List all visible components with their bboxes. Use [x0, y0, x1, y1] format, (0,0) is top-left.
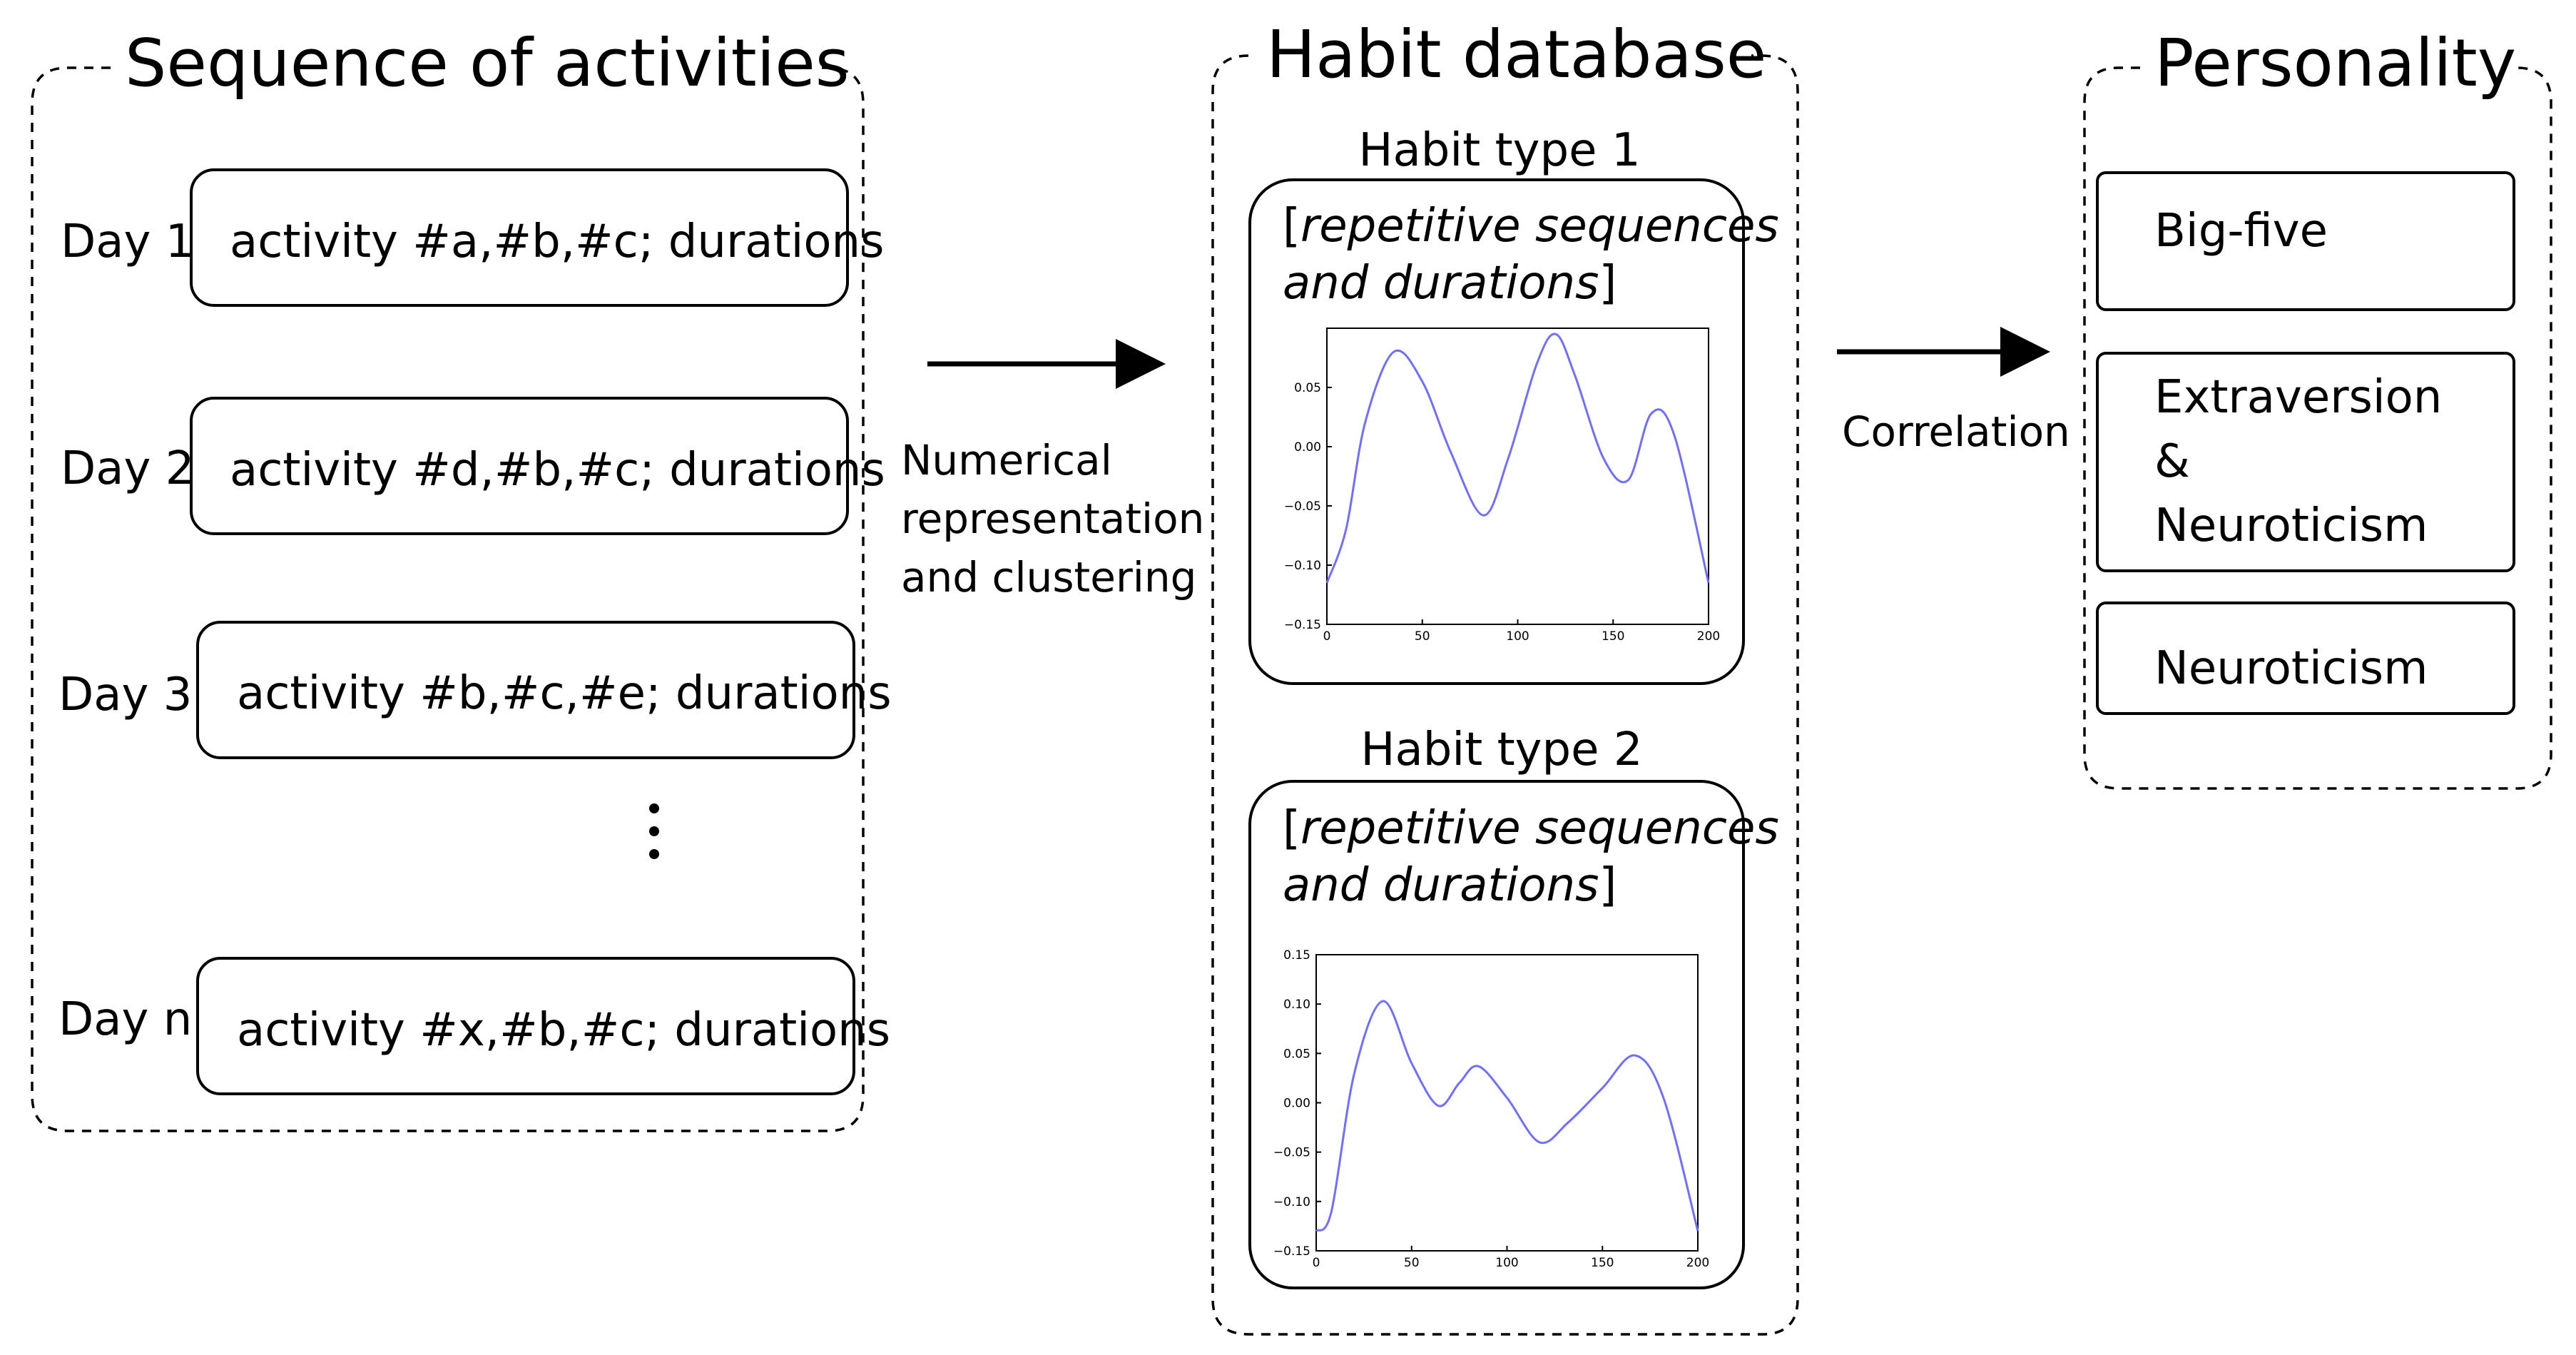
- chart-1-ytick-label: −0.15: [1284, 618, 1321, 632]
- chart-1-ytick-label: −0.05: [1284, 499, 1321, 514]
- arrow-1-label-line-3: and clustering: [901, 553, 1197, 602]
- sequence-title: Sequence of activities: [125, 25, 850, 101]
- habit-type-2-box: [1248, 780, 1745, 1289]
- day-box-3: [196, 621, 855, 759]
- habit-type-1-title: Habit type 1: [1358, 124, 1640, 177]
- habit-type-1-chart: 0 50 100 150 200 −0.15 −0.10 −0.05 0.00 0.05: [1284, 328, 1720, 644]
- day-label-n: Day n: [58, 993, 192, 1046]
- chart-2-xtick-label: 200: [1686, 1256, 1709, 1270]
- personality-title: Personality: [2154, 25, 2516, 101]
- sequence-group: Sequence of activities Day 1 activity #a…: [31, 25, 892, 1132]
- arrow-to-habit: Numerical representation and clustering: [901, 339, 1204, 602]
- personality-dashed-frame: [2083, 66, 2552, 790]
- arrow-2-label: Correlation: [1842, 407, 2070, 456]
- personality-box-extraversion-line-3: Neuroticism: [2154, 499, 2428, 552]
- personality-box-extraversion: [2096, 352, 2515, 572]
- chart-2-ytick-label: 0.00: [1283, 1097, 1310, 1111]
- day-box-2: [190, 397, 849, 535]
- habit-database-group: Habit database Habit type 1 [repetitive …: [1211, 16, 1799, 1336]
- personality-box-big-five: [2096, 171, 2515, 311]
- day-box-n: [196, 957, 855, 1095]
- chart-2-ytick-label: 0.05: [1283, 1047, 1310, 1061]
- habit-type-1-desc-italic: repetitive sequences: [1300, 200, 1779, 253]
- personality-box-big-five-text: Big-five: [2154, 205, 2328, 258]
- chart-2-xtick-label: 100: [1495, 1256, 1518, 1270]
- arrow-to-personality: Correlation: [1837, 327, 2070, 456]
- habit-type-2-desc-line-1: [repetitive sequences: [1283, 802, 1779, 855]
- sequence-dashed-frame: [31, 66, 865, 1132]
- habit-type-2-title: Habit type 2: [1360, 724, 1642, 776]
- arrow-1-label-line-2: representation: [901, 494, 1204, 543]
- chart-1-xtick-label: 150: [1602, 629, 1624, 644]
- chart-2-xtick-label: 50: [1404, 1256, 1420, 1270]
- habit-dashed-frame: [1211, 54, 1799, 1336]
- chart-2-ytick-label: 0.15: [1283, 948, 1310, 963]
- day-label-2: Day 2: [61, 442, 194, 495]
- day-activity-3: activity #b,#c,#e; durations: [237, 667, 892, 720]
- habit-type-2-desc-italic: repetitive sequences: [1300, 802, 1779, 855]
- habit-type-1-desc-line-1: [repetitive sequences: [1283, 200, 1779, 253]
- day-activity-2: activity #d,#b,#c; durations: [230, 444, 885, 497]
- habit-type-1-desc-italic-2: and durations: [1283, 257, 1599, 310]
- day-label-3: Day 3: [58, 669, 192, 721]
- chart-2-ytick-label: −0.10: [1273, 1195, 1310, 1209]
- day-label-1: Day 1: [61, 215, 194, 268]
- chart-2-ytick-label: −0.05: [1273, 1146, 1310, 1160]
- personality-box-extraversion-line-1: Extraversion: [2154, 371, 2442, 424]
- chart-1-xtick-label: 200: [1697, 629, 1720, 644]
- habit-type-2-chart: 0 50 100 150 200 −0.15 −0.10 −0.05 0.00 0.05 0.10 0…: [1273, 948, 1709, 1270]
- habit-type-1-box: [1248, 178, 1745, 685]
- chart-1-xtick-label: 0: [1323, 629, 1331, 644]
- habit-database-title: Habit database: [1266, 16, 1766, 93]
- arrow-1-label-line-1: Numerical: [901, 436, 1112, 484]
- chart-2-series-line: [1315, 1000, 1699, 1232]
- chart-1-xtick-label: 100: [1506, 629, 1529, 644]
- personality-box-neuroticism: [2096, 602, 2515, 715]
- chart-1-ytick-label: −0.10: [1284, 559, 1321, 573]
- habit-type-1-desc-line-2: and durations]: [1283, 257, 1617, 310]
- day-activity-1: activity #a,#b,#c; durations: [230, 215, 884, 268]
- personality-group: Personality Big-five Extraversion & Neur…: [2083, 25, 2552, 790]
- chart-2-ytick-label: −0.15: [1273, 1244, 1310, 1259]
- ellipsis-dots: [649, 803, 659, 859]
- chart-1-ytick-label: 0.05: [1294, 381, 1321, 395]
- personality-box-extraversion-line-2: &: [2154, 435, 2190, 488]
- habit-type-2-desc-line-2: and durations]: [1283, 859, 1617, 912]
- chart-2-ytick-label: 0.10: [1283, 998, 1310, 1012]
- chart-1-ytick-label: 0.00: [1294, 440, 1321, 455]
- chart-1-series-line: [1325, 333, 1710, 584]
- chart-2-xtick-label: 150: [1591, 1256, 1614, 1270]
- chart-1-xtick-label: 50: [1415, 629, 1430, 644]
- day-box-1: [190, 168, 849, 307]
- chart-2-xtick-label: 0: [1313, 1256, 1320, 1270]
- personality-box-neuroticism-text: Neuroticism: [2154, 642, 2428, 695]
- habit-type-2-desc-italic-2: and durations: [1283, 859, 1599, 912]
- day-activity-n: activity #x,#b,#c; durations: [237, 1004, 890, 1057]
